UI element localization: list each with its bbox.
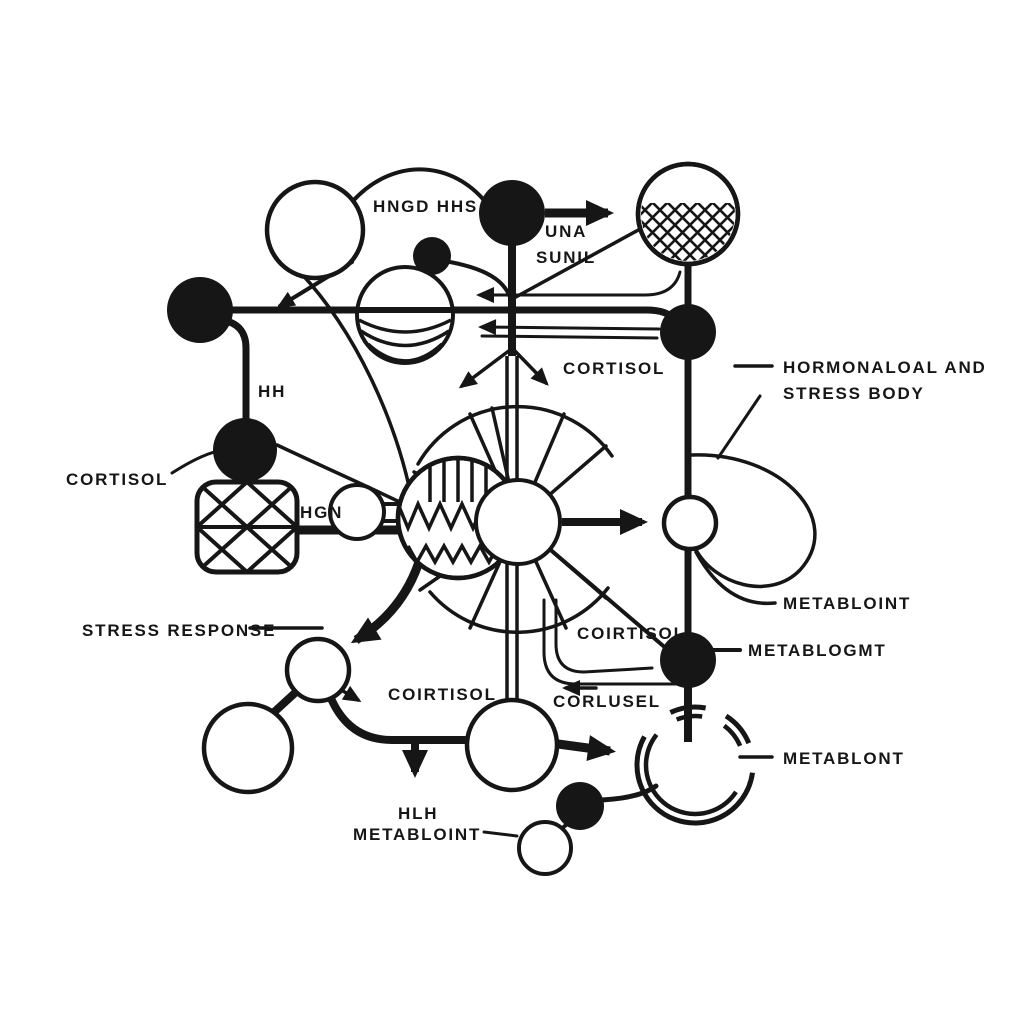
label-hh: HH xyxy=(258,382,286,401)
right-circle-node xyxy=(661,494,719,552)
elbow-double-2 xyxy=(554,598,654,674)
crosshatch-box-node xyxy=(194,479,300,575)
label-una: UNA xyxy=(545,222,587,241)
arc-circle-to-gear-a xyxy=(298,270,414,502)
filled-node-hh xyxy=(213,418,277,482)
filled-node-top xyxy=(479,180,545,246)
callout-hlh-dash xyxy=(482,830,519,838)
filled-node-bottom xyxy=(556,782,604,830)
arc-hngd xyxy=(350,167,485,204)
petal-arc-large xyxy=(690,453,817,589)
label-hormonaloal-1: HORMONALOAL AND xyxy=(783,358,987,377)
filled-node-right-lower xyxy=(660,632,716,688)
label-coirtisol-center: COIRTISOL xyxy=(388,685,497,704)
label-metabloint-bottom: METABLOINT xyxy=(353,825,481,844)
hatched-vessel-node xyxy=(635,161,741,267)
label-hormonaloal-2: STRESS BODY xyxy=(783,384,925,403)
flow-circle-elbow-to-bottom xyxy=(326,694,466,744)
label-hngd-hhs: HNGD HHS xyxy=(373,197,478,216)
labels: HNGD HHS UNA SUNIL CORTISOL HORMONALOAL … xyxy=(66,197,987,844)
flow-left-elbow-down xyxy=(218,316,250,430)
filled-node-right-upper xyxy=(660,304,716,360)
label-metabloint-right: METABLOINT xyxy=(783,594,911,613)
small-bottom-circle xyxy=(517,820,573,876)
filled-node-small-top xyxy=(413,237,451,275)
hub-top-arc xyxy=(416,404,614,466)
thin-connectors xyxy=(170,167,817,838)
label-cortisol-left: CORTISOL xyxy=(66,470,168,489)
line-upper-feedback xyxy=(476,270,682,303)
label-metablogmt: METABLOGMT xyxy=(748,641,887,660)
filled-node-left xyxy=(167,277,233,343)
label-coirtisol-right: COIRTISOL xyxy=(577,624,686,643)
petal-arc-lower-callout xyxy=(694,550,777,606)
label-metablont-bottom-right: METABLONT xyxy=(783,749,905,768)
callout-hormonaloal-diagonal xyxy=(716,394,762,460)
label-sunil: SUNIL xyxy=(536,248,596,267)
stress-circle-node xyxy=(284,636,352,704)
flow-bottom-to-ring-arrow xyxy=(557,735,616,761)
elbow-double-1 xyxy=(542,598,678,686)
label-cortisol-top: CORTISOL xyxy=(563,359,665,378)
arrow-branch-down-right xyxy=(512,348,549,386)
label-corlusel: CORLUSEL xyxy=(553,692,661,711)
flow-circle-to-big-circle xyxy=(269,689,299,717)
striped-sphere-node xyxy=(355,265,455,365)
arc-small-dot-to-trunk xyxy=(448,260,514,306)
big-bottom-left-circle xyxy=(201,701,295,795)
radial-hub-node xyxy=(474,478,562,566)
broken-ring-node xyxy=(634,704,756,826)
label-stress-response: STRESS RESPONSE xyxy=(82,621,276,640)
nodes xyxy=(167,161,756,876)
hgn-circle-node xyxy=(328,483,430,541)
arrow-branch-down-left xyxy=(458,348,512,389)
hub-bottom-arc xyxy=(428,586,610,634)
plain-circle-top-left xyxy=(264,179,366,281)
label-hlh: HLH xyxy=(398,804,438,823)
label-hgn: HGN xyxy=(300,503,343,522)
diag-to-vessel xyxy=(512,226,644,300)
bottom-center-circle xyxy=(464,697,560,793)
